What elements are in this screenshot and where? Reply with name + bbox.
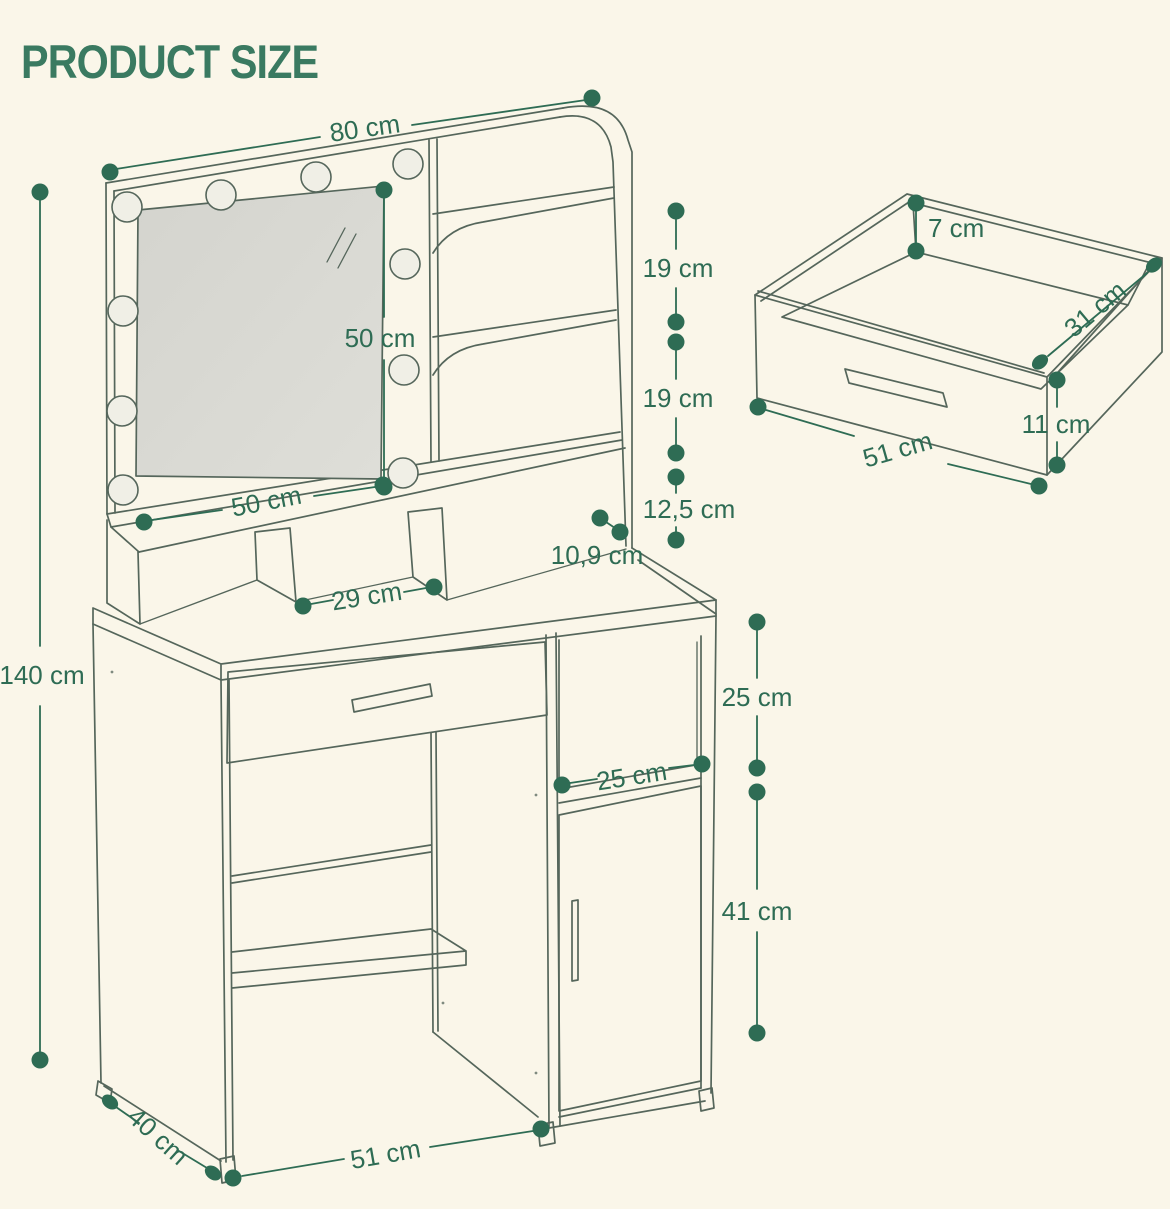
dimension-unit-depth: 40 cm xyxy=(101,1094,222,1181)
hutch-center-divider xyxy=(428,138,440,463)
drawer-detail-view xyxy=(754,193,1163,476)
drawer-front xyxy=(226,641,548,764)
light-bulb xyxy=(389,248,421,280)
hardware-mark xyxy=(110,670,114,674)
drawer-inner-top-edges xyxy=(757,201,1157,381)
light-bulbs xyxy=(106,148,424,506)
hutch-base-front-edge xyxy=(110,439,623,528)
niche-shelf xyxy=(558,763,702,804)
dim-label-top-width: 80 cm xyxy=(328,108,402,148)
knee-back-panel-right-edge xyxy=(430,731,439,1033)
hardware-mark xyxy=(534,1071,538,1075)
light-bulb xyxy=(205,179,237,211)
dim-label-base-width: 51 cm xyxy=(348,1133,423,1175)
hardware-mark xyxy=(441,1001,445,1005)
left-panel-bottom-edge xyxy=(103,1085,222,1162)
dimension-base-gap: 12,5 cm xyxy=(643,468,736,549)
mirror-shine-mark xyxy=(326,227,346,263)
dim-label-cubby-width: 29 cm xyxy=(329,576,404,617)
hardware-mark xyxy=(534,793,538,797)
dim-label-niche-height: 25 cm xyxy=(722,682,793,712)
page-title: PRODUCT SIZE xyxy=(21,37,319,89)
dim-label-total-height: 140 cm xyxy=(0,660,85,690)
dim-label-drawer-front-height: 11 cm xyxy=(1022,409,1091,439)
dim-label-mirror-height: 50 cm xyxy=(345,323,416,353)
dimension-niche-height: 25 cm xyxy=(722,613,793,777)
dimension-shelf-gap-upper: 19 cm xyxy=(643,202,714,331)
hutch-top-outer-edge xyxy=(105,107,564,184)
cabinet-door xyxy=(558,785,702,1112)
light-bulb xyxy=(107,474,139,506)
dim-label-shelf-gap-upper: 19 cm xyxy=(643,253,714,283)
drawer-handle xyxy=(351,683,433,713)
hutch-right-outer-edge xyxy=(562,105,633,549)
dim-label-drawer-depth: 31 cm xyxy=(1058,275,1132,343)
dim-label-drawer-inner-height: 7 cm xyxy=(928,213,984,243)
tabletop xyxy=(92,599,717,681)
light-bulb xyxy=(106,395,138,427)
dimension-total-height: 140 cm xyxy=(0,183,85,1069)
light-bulb xyxy=(107,295,139,327)
dim-label-shelf-gap-lower: 19 cm xyxy=(643,383,714,413)
dim-label-niche-shelf-depth: 25 cm xyxy=(594,756,669,797)
dimension-shelf-gap-lower: 19 cm xyxy=(643,333,714,462)
hutch-base-bottom-edge xyxy=(138,447,626,553)
cubby-divider-1 xyxy=(254,527,297,603)
hutch-shelf-2-top xyxy=(432,309,617,338)
dim-label-top-shelf-depth: 10,9 cm xyxy=(551,540,644,570)
mirror-shine-mark xyxy=(337,233,357,269)
right-panel-front-edge xyxy=(710,615,717,1094)
light-bulb xyxy=(388,354,420,386)
drawer-detail-handle xyxy=(844,368,948,408)
dimension-drawer-inner-height: 7 cm xyxy=(907,194,984,260)
dimension-door-height: 41 cm xyxy=(722,783,793,1042)
hutch-base-left-end xyxy=(106,513,140,553)
mirror-shine xyxy=(326,227,357,269)
vanity-front-view xyxy=(92,105,717,1184)
hutch-left-outer-edge xyxy=(105,182,108,515)
light-bulb xyxy=(111,191,143,223)
middle-divider xyxy=(545,632,561,1129)
dimension-niche-shelf-depth: 25 cm xyxy=(553,755,711,797)
dim-label-door-height: 41 cm xyxy=(722,896,793,926)
dimensions: 80 cm 50 cm 50 cm 19 cm 19 cm 12,5 cm xyxy=(0,89,1163,1187)
dimension-base-width: 51 cm xyxy=(224,1120,550,1187)
dimension-drawer-front-height: 11 cm xyxy=(1022,371,1091,474)
tabletop-right-edge xyxy=(631,547,717,615)
foot-right xyxy=(698,1087,715,1112)
door-plinth xyxy=(558,1087,702,1118)
hutch-right-inner-edge xyxy=(559,115,627,547)
door-handle xyxy=(571,899,579,982)
dimension-top-width: 80 cm xyxy=(101,89,601,181)
foot-middle xyxy=(537,1121,556,1147)
dimension-top-shelf-depth: 10,9 cm xyxy=(551,509,644,570)
cabinet xyxy=(92,547,717,1184)
knee-back-panel-bottom xyxy=(432,1031,539,1118)
dimension-drawer-width: 51 cm xyxy=(749,398,1048,495)
cubby-divider-2 xyxy=(407,507,448,601)
left-panel-front-edge xyxy=(220,679,234,1163)
hutch-left-inner-edge xyxy=(113,190,116,514)
light-bulb xyxy=(300,161,332,193)
hutch-left-support xyxy=(106,519,141,625)
knee-shelf xyxy=(231,928,467,989)
tabletop-back-junction xyxy=(139,548,627,625)
hutch-shelf-1-top xyxy=(432,186,615,215)
dim-label-mirror-width: 50 cm xyxy=(229,480,304,523)
dim-label-drawer-width: 51 cm xyxy=(859,425,935,473)
light-bulb xyxy=(392,148,424,180)
knee-back-panel-top xyxy=(231,844,432,884)
hutch-shelf-1-apron xyxy=(432,197,615,254)
cabinet-bottom-edge xyxy=(548,1100,706,1129)
light-bulb xyxy=(387,457,419,489)
hutch-shelf-2-apron xyxy=(432,319,617,376)
page-title-text: PRODUCT SIZE xyxy=(21,37,318,89)
left-panel-back-edge xyxy=(92,623,102,1084)
dim-label-base-gap: 12,5 cm xyxy=(643,494,736,524)
hutch-top-inner-edge xyxy=(113,116,561,192)
